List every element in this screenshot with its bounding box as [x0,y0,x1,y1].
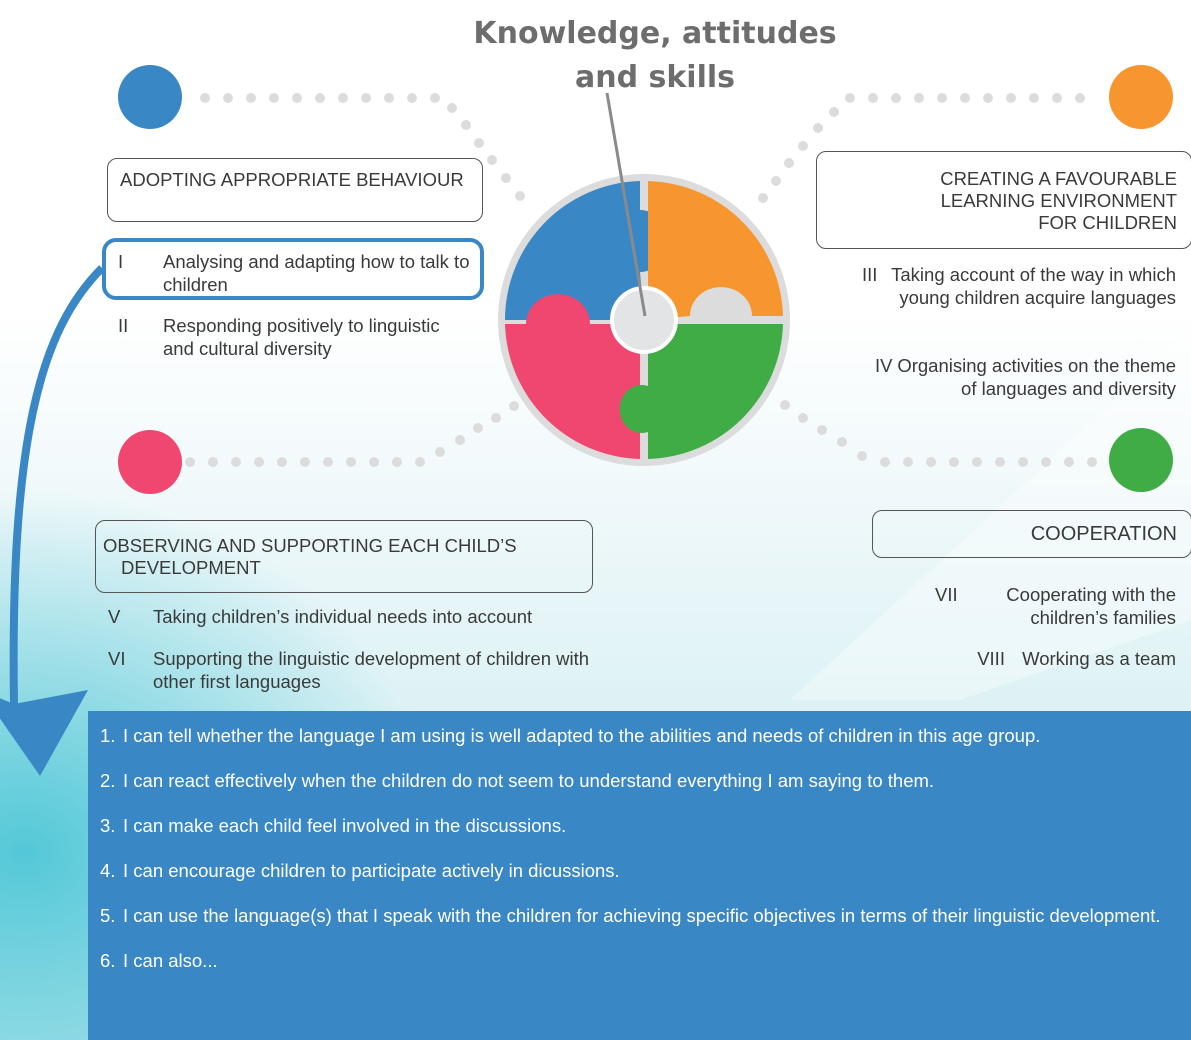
item-text: Working as a team [1022,648,1176,669]
heading-text: COOPERATION [1030,523,1177,545]
statement-number: 4. [100,860,116,881]
puzzle-center [610,286,678,354]
statement-number: 2. [100,770,116,791]
statement-item: 1. I can tell whether the language I am … [100,722,1179,750]
heading-text: ADOPTING APPROPRIATE BEHAVIOUR [120,169,464,190]
corner-circle-pink [118,430,182,494]
pointer-arrow-head [0,690,88,776]
statements-panel: 1. I can tell whether the language I am … [88,711,1191,1040]
item-numeral: VII [935,584,958,605]
puzzle-piece-orange [648,181,783,320]
heading-adopting-behaviour: ADOPTING APPROPRIATE BEHAVIOUR [107,158,483,222]
item-text: Analysing and adapting how to talk to ch… [163,251,470,295]
item-numeral: III [862,264,878,285]
statement-item: 5. I can use the language(s) that I spea… [100,902,1179,930]
item-numeral: V [108,606,121,627]
statement-text: I can encourage children to participate … [123,860,620,881]
competence-item: IV Organising activities on the theme of… [875,354,1176,400]
connector-dots-bottom-left [185,401,519,467]
item-text: Taking children’s individual needs into … [153,606,533,627]
statement-item: 6. I can also... [100,947,1179,975]
competence-item: V Taking children’s individual needs int… [108,605,608,628]
statement-text: I can also... [123,950,218,971]
corner-circle-orange [1109,65,1173,129]
item-text: Cooperating with the children’s families [1006,584,1176,628]
statement-item: 4. I can encourage children to participa… [100,857,1179,885]
item-numeral: I [118,251,124,272]
statement-number: 1. [100,725,116,746]
item-text: Taking account of the way in which young… [891,264,1176,308]
competence-item: I Analysing and adapting how to talk to … [118,250,473,296]
puzzle-wheel [498,92,790,466]
statement-item: 3. I can make each child feel involved i… [100,812,1179,840]
item-numeral: II [118,315,129,336]
item-text: Supporting the linguistic development of… [153,648,590,692]
statement-number: 3. [100,815,116,836]
competence-item: VII Cooperating with the children’s fami… [935,583,1176,629]
item-numeral: IV [875,355,893,376]
competence-item: III Taking account of the way in which y… [862,263,1176,309]
heading-learning-environment: CREATING A FAVOURABLE LEARNING ENVIRONME… [816,151,1191,249]
connector-dots-bottom-right [780,400,1097,467]
item-numeral: VIII [977,648,1005,669]
heading-text: CREATING A FAVOURABLE LEARNING ENVIRONME… [940,168,1177,233]
heading-cooperation: COOPERATION [872,510,1191,558]
background-light-band [790,330,1191,700]
statement-text: I can use the language(s) that I speak w… [123,905,1161,926]
connector-dots-top-right [758,93,1085,203]
item-text: Organising activities on the theme of la… [897,355,1176,399]
statement-text: I can tell whether the language I am usi… [123,725,1041,746]
statement-number: 6. [100,950,116,971]
competence-item: II Responding positively to linguistic a… [118,314,473,360]
heading-text: OBSERVING AND SUPPORTING EACH CHILD’S DE… [103,535,517,578]
corner-circle-green [1109,428,1173,492]
statement-text: I can react effectively when the childre… [123,770,935,791]
heading-observing-development: OBSERVING AND SUPPORTING EACH CHILD’S DE… [95,520,593,593]
diagram-title: Knowledge, attitudes and skills [473,16,837,95]
statement-item: 2. I can react effectively when the chil… [100,767,1179,795]
corner-circle-blue [118,65,182,129]
puzzle-piece-pink [505,294,640,459]
statement-text: I can make each child feel involved in t… [123,815,567,836]
item-numeral: VI [108,648,126,669]
competence-item: VI Supporting the linguistic development… [108,647,608,693]
title-pointer-line [605,92,647,317]
competence-item: VIII Working as a team [940,647,1176,670]
pointer-arrow-curve [9,265,105,705]
connector-dots-top-left [200,93,525,201]
statement-number: 5. [100,905,116,926]
highlight-frame [102,238,484,300]
puzzle-piece-green [619,324,783,459]
item-text: Responding positively to linguistic and … [163,315,440,359]
